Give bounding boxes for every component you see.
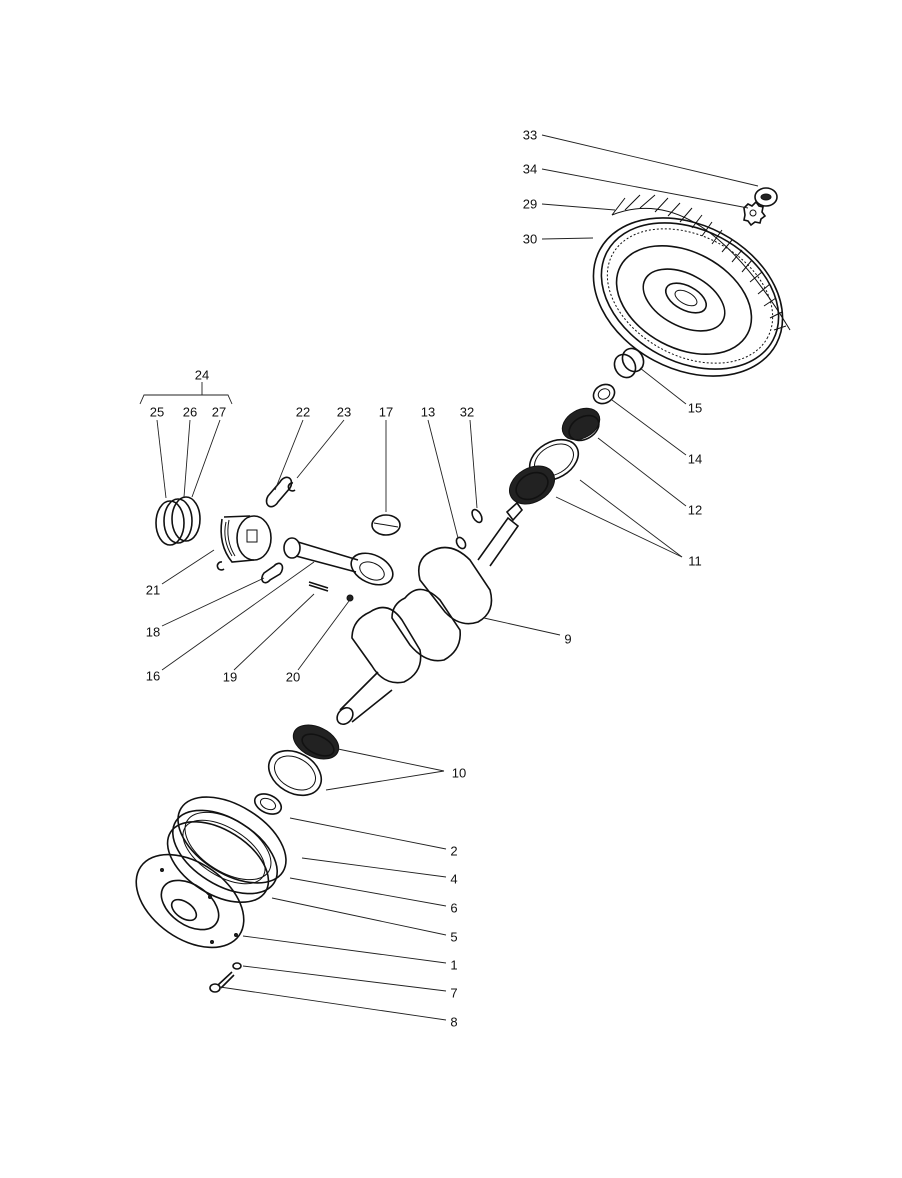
callout-34: 34 [522,161,538,177]
piston-rings-part [155,496,201,546]
callout-2: 2 [450,843,458,859]
callout-12: 12 [687,502,703,518]
callout-10: 10 [451,765,467,781]
key-part [455,536,467,550]
callout-9: 9 [564,631,572,647]
callout-8: 8 [450,1014,458,1030]
callout-24: 24 [194,367,210,383]
flywheel-nut-part [754,187,778,207]
rear-roller-bearing-part [292,724,340,760]
pin-retainer-lower-part [216,561,225,571]
callout-27: 27 [211,404,227,420]
oil-seal-part [253,793,283,815]
callout-6: 6 [450,900,458,916]
pin-retainer-part [287,482,296,492]
connecting-rod-part [283,537,394,586]
callout-5: 5 [450,929,458,945]
callout-13: 13 [420,404,436,420]
callout-18: 18 [145,624,161,640]
callout-23: 23 [336,404,352,420]
callout-22: 22 [295,404,311,420]
callout-4: 4 [450,871,458,887]
leader-lines [139,134,759,1021]
piston-pin-part [265,476,293,508]
callout-1: 1 [450,957,458,973]
callout-26: 26 [182,404,198,420]
callout-7: 7 [450,985,458,1001]
cover-plate-part [135,853,245,949]
bearing-cone-part [561,407,601,442]
rod-bolt-part [308,581,329,592]
callout-15: 15 [687,400,703,416]
flywheel-key-part [471,508,483,524]
star-washer-part [743,200,767,227]
callout-14: 14 [687,451,703,467]
piston-part [220,515,272,563]
callout-33: 33 [522,127,538,143]
callout-19: 19 [222,669,238,685]
spacer-bushing-part [613,347,645,379]
callout-20: 20 [285,669,301,685]
callout-25: 25 [149,404,165,420]
rear-bearing-cup-part [267,749,323,797]
callout-16: 16 [145,668,161,684]
rod-bearing-part [371,514,401,536]
front-roller-bearing-part [509,465,555,505]
callout-11: 11 [688,553,702,569]
pin-bushing-part [261,562,284,584]
callout-17: 17 [378,404,394,420]
rod-nut-part [346,594,354,602]
callout-29: 29 [522,196,538,212]
callout-21: 21 [145,582,161,598]
callout-30: 30 [522,231,538,247]
callout-32: 32 [459,404,475,420]
flywheel-part [592,194,791,377]
lock-washer-part [232,962,242,970]
crankshaft-part [336,501,524,726]
cap-screw-part [209,971,235,993]
seal-ring-part [592,383,616,405]
